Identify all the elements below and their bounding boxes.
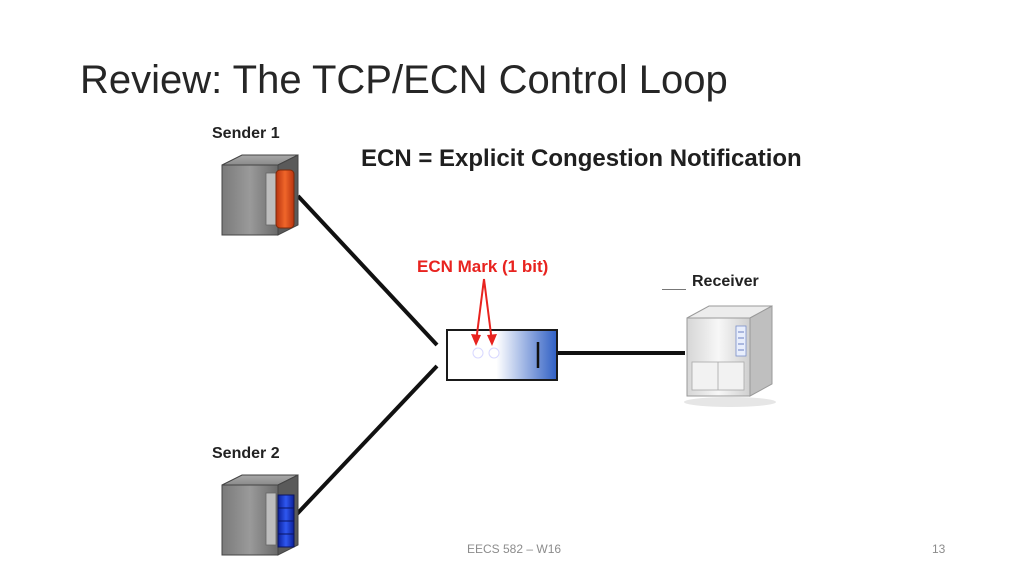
footer-course: EECS 582 – W16 [467, 542, 562, 556]
slide-title: Review: The TCP/ECN Control Loop [80, 58, 728, 102]
ecn-mark-label: ECN Mark (1 bit) [417, 257, 549, 276]
sender2-server-icon [221, 474, 299, 556]
marked-packet-2 [488, 347, 500, 359]
link-sender2-switch [294, 364, 439, 517]
ecn-arrows [471, 278, 497, 346]
sender1-server-icon [221, 154, 299, 236]
receiver-server-icon [684, 305, 776, 407]
links [294, 194, 685, 517]
link-sender1-switch [296, 194, 439, 347]
footer-page-number: 13 [932, 542, 946, 556]
marked-packet-1 [472, 347, 484, 359]
receiver-label-underline [662, 289, 686, 290]
switch-queue [446, 329, 558, 381]
sender1-label: Sender 1 [212, 125, 280, 142]
slide-subtitle: ECN = Explicit Congestion Notification [361, 145, 802, 172]
receiver-label: Receiver [692, 273, 759, 290]
sender2-label: Sender 2 [212, 445, 280, 462]
